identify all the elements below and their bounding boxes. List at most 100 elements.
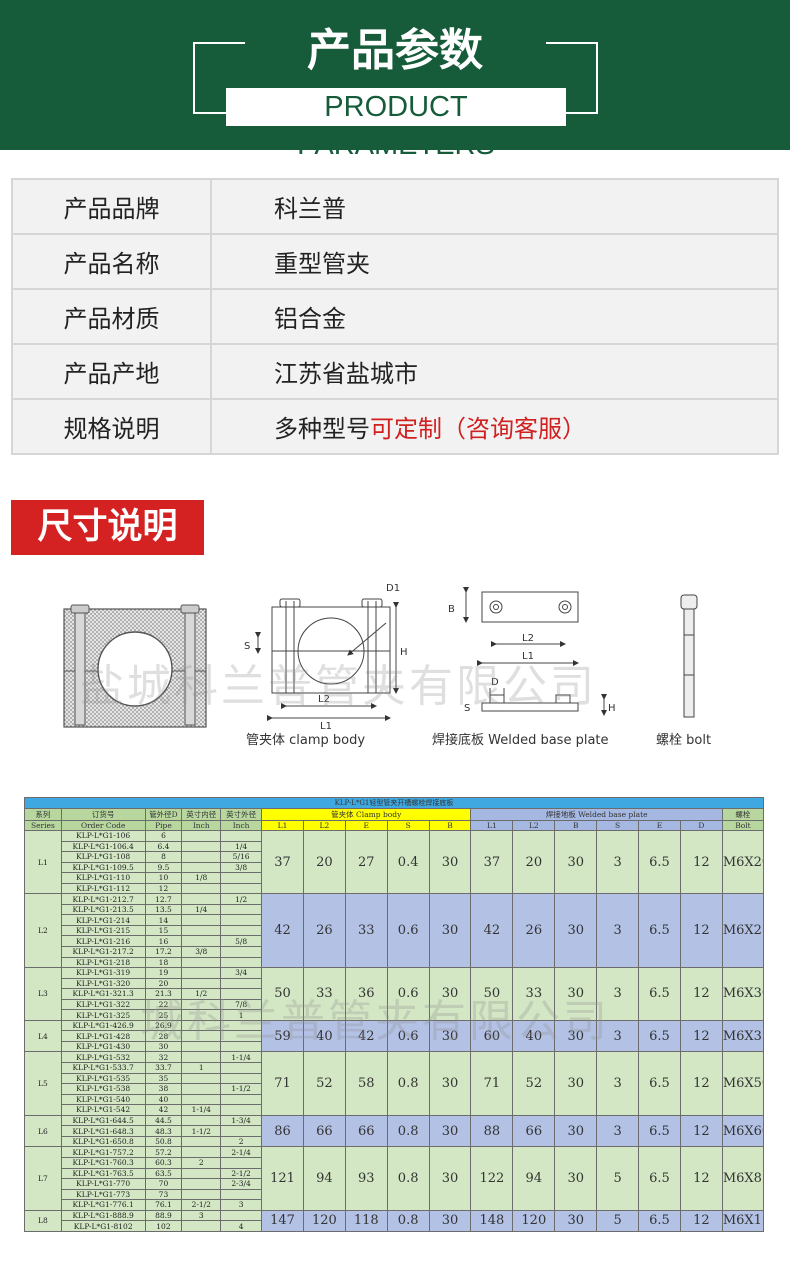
clamp-dim-cell: 0.4 <box>386 829 430 895</box>
param-key: 规格说明 <box>11 398 212 455</box>
col-plate-s: S <box>596 820 640 831</box>
order-code-cell: KLP-L*G1-760.3 <box>60 1156 146 1169</box>
inch-outer-cell <box>220 1125 263 1137</box>
inch-inner-cell: 1-1/4 <box>181 1104 222 1116</box>
label-d: D <box>491 677 499 688</box>
order-code-cell: KLP-L*G1-215 <box>60 924 146 937</box>
clamp-dim-cell: 42 <box>261 893 304 969</box>
col-clamp-e: E <box>344 820 388 831</box>
clamp-dim-cell: 0.6 <box>386 967 430 1021</box>
inch-inner-cell <box>181 935 222 947</box>
plate-dim-cell: 3 <box>596 1114 640 1148</box>
pipe-od-cell: 13.5 <box>144 903 183 916</box>
inch-inner-cell: 1/4 <box>181 903 222 916</box>
label-l2: L2 <box>318 694 330 705</box>
inch-outer-cell: 1/2 <box>220 893 263 905</box>
param-value: 江苏省盐城市 <box>210 343 779 400</box>
param-value: 重型管夹 <box>210 233 779 290</box>
inch-inner-cell <box>181 830 222 842</box>
pipe-od-cell: 42 <box>144 1104 183 1116</box>
clamp-dim-cell: 0.8 <box>386 1051 430 1116</box>
plate-dim-cell: 66 <box>512 1114 556 1148</box>
plate-dim-cell: 12 <box>679 893 723 969</box>
order-code-cell: KLP-L*G1-538 <box>60 1083 146 1095</box>
inch-inner-cell: 3/8 <box>181 946 222 958</box>
series-cell: L3 <box>24 967 62 1021</box>
spec-table: KLP-L*G1轻型管夹开槽螺栓焊接底板 系列 订货号 管外径D 英寸内径 英寸… <box>24 797 765 1232</box>
order-code-cell: KLP-L*G1-108 <box>60 851 146 863</box>
order-code-cell: KLP-L*G1-533.7 <box>60 1062 146 1074</box>
watermark-bottom: 城科兰普管夹有限公司 <box>140 996 610 1047</box>
pipe-od-cell: 14 <box>144 914 183 926</box>
plate-dim-cell: 6.5 <box>638 829 681 895</box>
plate-dim-cell: 12 <box>679 1051 723 1116</box>
pipe-od-cell: 33.7 <box>144 1062 183 1074</box>
page-subtitle: PRODUCT PARAMETERS <box>226 88 566 161</box>
label-l1: L1 <box>320 721 332 732</box>
base-plate-drawing <box>463 587 607 716</box>
label-d1: D1 <box>386 583 400 594</box>
clamp-dim-cell: 120 <box>302 1209 346 1232</box>
plate-dim-cell: 120 <box>512 1209 556 1232</box>
inch-inner-cell <box>181 861 222 874</box>
plate-dim-cell: 12 <box>679 967 723 1021</box>
spec-table-title: KLP-L*G1轻型管夹开槽螺栓焊接底板 <box>24 797 764 809</box>
plate-dim-cell: 3 <box>596 893 640 969</box>
inch-inner-cell: 1 <box>181 1062 222 1074</box>
clamp-dim-cell: 86 <box>261 1114 304 1148</box>
order-code-cell: KLP-L*G1-214 <box>60 914 146 926</box>
clamp-dim-cell: 66 <box>302 1114 346 1148</box>
series-cell: L4 <box>24 1019 62 1053</box>
plate-dim-cell: 12 <box>679 1209 723 1232</box>
label-plate-l1: L1 <box>522 651 534 662</box>
clamp-dim-cell: 50 <box>261 967 304 1021</box>
plate-dim-cell: 30 <box>554 1051 598 1116</box>
param-key: 产品品牌 <box>11 178 212 235</box>
plate-dim-cell: 40 <box>512 1019 556 1053</box>
label-plate-l2: L2 <box>522 633 534 644</box>
order-code-cell: KLP-L*G1-763.5 <box>60 1167 146 1180</box>
inch-outer-cell: 3/4 <box>220 967 263 979</box>
inch-inner-cell <box>181 851 222 863</box>
order-code-cell: KLP-L*G1-8102 <box>60 1220 146 1232</box>
inch-outer-cell <box>220 946 263 958</box>
order-code-cell: KLP-L*G1-212.7 <box>60 893 146 905</box>
label-h: H <box>400 647 408 658</box>
inch-inner-cell <box>181 1135 222 1148</box>
param-row: 规格说明多种型号可定制（咨询客服） <box>11 398 779 455</box>
plate-dim-cell: 6.5 <box>638 1146 681 1211</box>
series-cell: L5 <box>24 1051 62 1116</box>
inch-outer-cell <box>220 830 263 842</box>
param-key: 产品材质 <box>11 288 212 345</box>
order-code-cell: KLP-L*G1-426.9 <box>60 1019 146 1032</box>
pipe-od-cell: 19 <box>144 967 183 979</box>
caption-bolt: 螺栓 bolt <box>656 733 711 748</box>
customizable-note: 可定制（咨询客服） <box>370 415 586 443</box>
plate-dim-cell: 6.5 <box>638 967 681 1021</box>
order-code-cell: KLP-L*G1-216 <box>60 935 146 947</box>
col-plate-l1: L1 <box>470 820 514 831</box>
pipe-od-cell: 57.2 <box>144 1146 183 1158</box>
order-code-cell: KLP-L*G1-542 <box>60 1104 146 1116</box>
pipe-od-cell: 32 <box>144 1051 183 1064</box>
page-title: 产品参数 <box>307 25 483 76</box>
inch-inner-cell: 3 <box>181 1209 222 1222</box>
clamp-dim-cell: 93 <box>344 1146 388 1211</box>
inch-outer-cell: 3/8 <box>220 861 263 874</box>
series-cell: L2 <box>24 893 62 969</box>
plate-dim-cell: 12 <box>679 1019 723 1053</box>
plate-dim-cell: 50 <box>470 967 514 1021</box>
col-inch-outer: 英寸外径 <box>220 808 263 821</box>
inch-inner-cell <box>181 1093 222 1106</box>
inch-inner-cell <box>181 967 222 979</box>
clamp-dim-cell: 30 <box>428 1146 472 1211</box>
